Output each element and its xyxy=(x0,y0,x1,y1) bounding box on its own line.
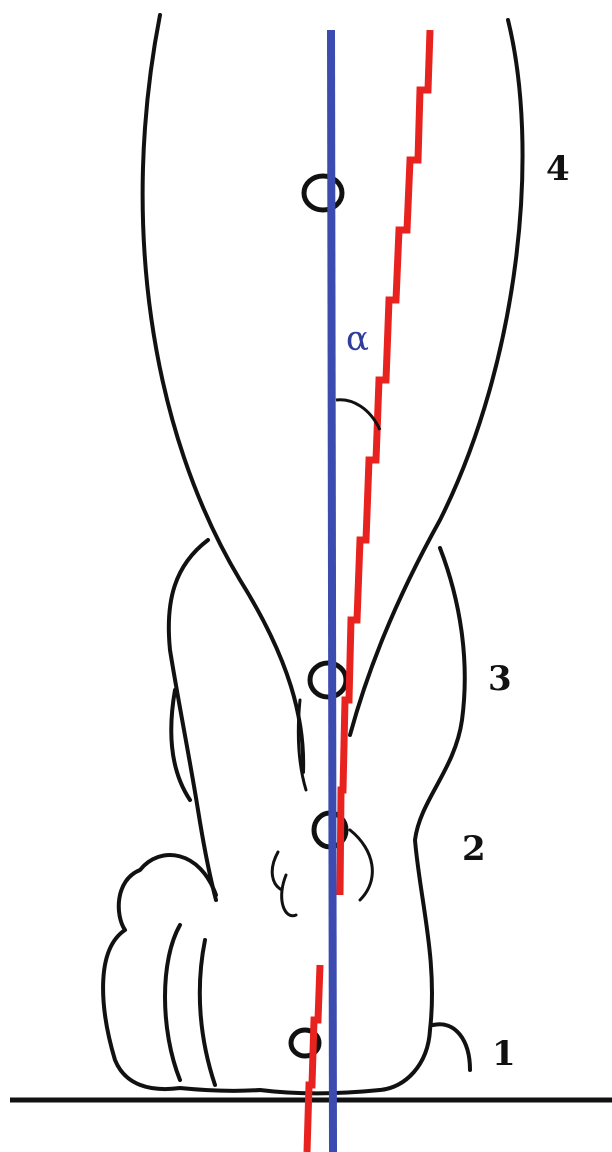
marker-3 xyxy=(310,663,346,697)
toe-inner-2 xyxy=(200,940,215,1085)
label-point-4: 4 xyxy=(546,149,570,189)
toe-inner-3 xyxy=(272,852,282,890)
marker-4 xyxy=(304,176,342,210)
angle-label: α xyxy=(346,319,369,359)
toe-inner-1 xyxy=(165,925,180,1080)
label-point-2: 2 xyxy=(462,829,486,869)
hock-fold-right xyxy=(350,830,372,900)
tendon-outline-left xyxy=(169,540,216,900)
angle-arc xyxy=(336,400,380,430)
heel-tip xyxy=(433,1024,470,1070)
toe-inner-4 xyxy=(282,875,296,916)
leg-outline-left xyxy=(143,15,304,772)
limb-axis-line-lower xyxy=(307,965,320,1152)
label-point-1: 1 xyxy=(492,1034,516,1074)
label-point-3: 3 xyxy=(488,659,512,699)
vertical-axis-line xyxy=(331,30,333,1152)
limb-axis-line-upper xyxy=(340,30,430,895)
heel-outline xyxy=(380,548,465,1090)
